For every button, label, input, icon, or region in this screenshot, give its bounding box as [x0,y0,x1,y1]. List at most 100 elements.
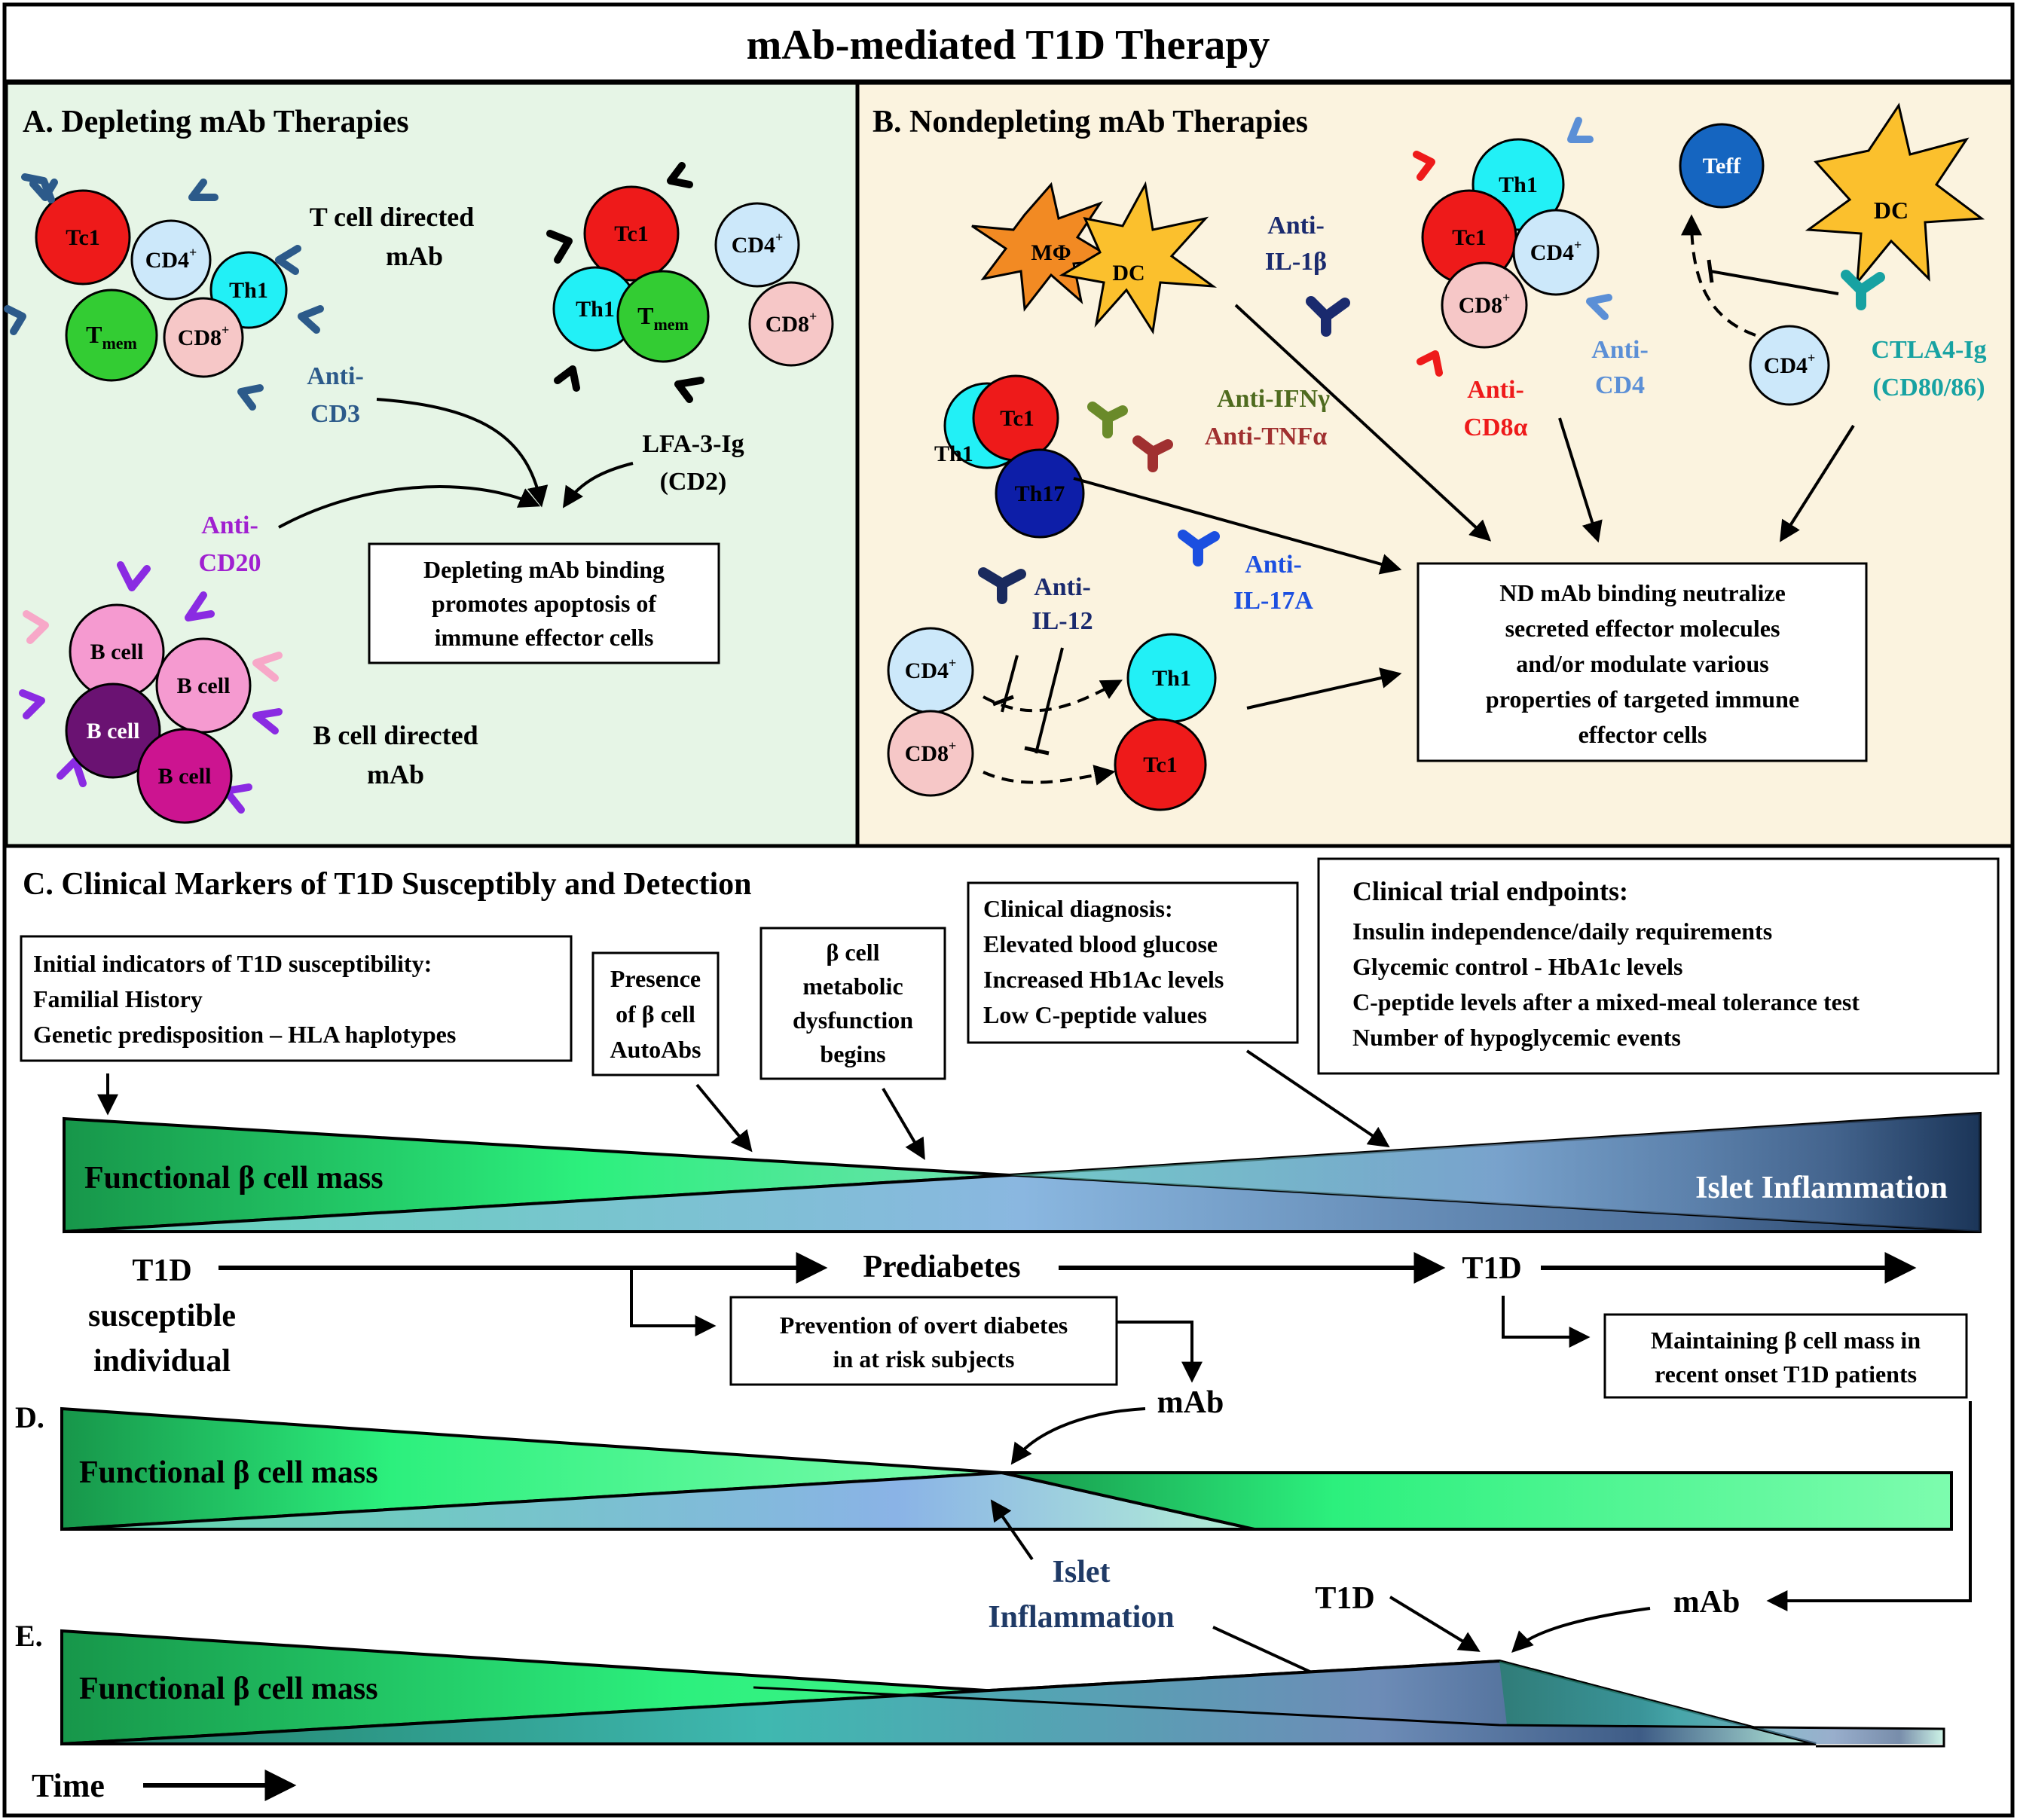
svg-text:metabolic: metabolic [802,973,903,1000]
panel-a: A. Depleting mAb Therapies Tc1 CD4+ Th1 … [4,81,860,848]
svg-text:AutoAbs: AutoAbs [610,1036,701,1063]
svg-text:Tc1: Tc1 [614,221,649,246]
svg-text:promotes apoptosis of: promotes apoptosis of [432,590,656,617]
svg-text:Tc1: Tc1 [1452,225,1487,250]
anti-il12-label: Anti- [1034,573,1091,601]
beta-mass-label-d: Functional β cell mass [79,1455,378,1490]
svg-text:IL-17A: IL-17A [1233,587,1313,615]
svg-text:Genetic predisposition – HLA h: Genetic predisposition – HLA haplotypes [33,1021,456,1048]
svg-text:CD8+: CD8+ [1459,290,1511,318]
teff-cell [1679,123,1765,209]
panel-c: C. Clinical Markers of T1D Susceptibly a… [20,857,2000,1399]
svg-text:Depleting mAb binding: Depleting mAb binding [423,556,665,583]
nd-box [1416,562,1868,762]
svg-text:CD4+: CD4+ [1764,350,1816,378]
svg-text:CD8+: CD8+ [766,309,817,337]
anti-ifng-label: Anti-IFNγ [1217,385,1330,413]
svg-text:Insulin independence/daily req: Insulin independence/daily requirements [1352,918,1772,945]
svg-text:IL-12: IL-12 [1031,607,1093,635]
svg-text:CD20: CD20 [198,549,261,577]
t-cell-cluster-right: Tc1 Th1 Tmem CD4+ CD8+ [546,162,834,403]
svg-text:B cell: B cell [177,673,231,698]
maintaining-box [1603,1313,1968,1399]
b-directed-label: B cell directed [313,720,478,750]
svg-text:CD8+: CD8+ [178,322,230,350]
svg-text:in at risk subjects: in at risk subjects [833,1345,1015,1373]
svg-text:B cell: B cell [90,640,144,664]
panel-b-heading: B. Nondepleting mAb Therapies [873,105,1308,139]
svg-text:Presence: Presence [610,965,701,992]
diagnosis-box [967,881,1299,1044]
endpoints-box [1317,857,2000,1075]
svg-text:of β cell: of β cell [616,1000,695,1028]
svg-text:Inflammation: Inflammation [988,1600,1174,1635]
prevention-box [729,1296,1118,1386]
ctla4-label: CTLA4-Ig [1871,336,1986,364]
svg-text:Prevention of overt diabetes: Prevention of overt diabetes [780,1312,1068,1339]
t-cell-cluster-left: Tc1 CD4+ Th1 Tmem CD8+ [4,173,324,411]
anti-cd20-label: Anti- [201,511,258,539]
antibody-il1b [1306,296,1350,337]
t1d-label-e: T1D [1315,1581,1374,1616]
cd8-cell-b [887,710,974,797]
arrow-lfa [562,462,634,508]
svg-text:β cell: β cell [826,939,879,966]
svg-text:C-peptide levels after a mixe: C-peptide levels after a mixed-meal tole… [1352,988,1860,1015]
svg-text:CD4+: CD4+ [145,245,197,273]
ctla4-antibody [1841,270,1885,310]
prediabetes-label: Prediabetes [863,1250,1020,1284]
dashed-arrow-teff [1681,214,1756,337]
metabolic-box [759,927,946,1080]
arrow-cd3 [376,398,549,508]
svg-text:CD8+: CD8+ [905,738,957,766]
panel-e: E. T1D mAb Functional β cell mass Time [15,1401,1972,1804]
svg-text:Th1: Th1 [229,278,268,303]
svg-text:IL-1β: IL-1β [1265,248,1327,276]
b-cell-cluster: B cell B cell B cell B cell [19,561,283,824]
svg-text:Clinical diagnosis:: Clinical diagnosis: [983,895,1173,922]
svg-text:Glycemic control - HbA1c level: Glycemic control - HbA1c levels [1352,953,1682,980]
svg-text:Th1: Th1 [1152,666,1191,691]
svg-text:individual: individual [93,1344,231,1379]
beta-mass-label-e: Functional β cell mass [79,1672,378,1706]
initial-indicators-box [20,935,573,1062]
figure-title: mAb-mediated T1D Therapy [747,22,1270,69]
svg-text:Tc1: Tc1 [66,225,100,250]
anti-il17-label: Anti- [1245,551,1302,579]
svg-text:Tmem: Tmem [637,302,689,334]
svg-text:immune effector cells: immune effector cells [435,624,654,651]
svg-text:CD4+: CD4+ [732,230,784,258]
svg-text:Initial indicators of T1D susc: Initial indicators of T1D susceptibility… [33,950,432,977]
tc1-cell-b [1114,718,1207,811]
svg-text:Th1: Th1 [1499,173,1538,197]
macrophage-dc-cluster: MΦ DC [971,181,1218,335]
anti-tnfa-label: Anti-TNFα [1205,423,1328,450]
svg-text:B cell: B cell [158,764,212,789]
svg-text:properties of targeted immune: properties of targeted immune [1486,686,1799,713]
th17-cluster: Th1 Tc1 Th17 [934,374,1085,539]
svg-text:mAb: mAb [386,241,443,271]
svg-text:CD4: CD4 [1595,371,1645,399]
mab-label-d: mAb [1157,1385,1224,1420]
svg-text:susceptible: susceptible [88,1299,236,1333]
svg-text:T1D: T1D [132,1254,191,1288]
svg-text:Teff: Teff [1703,154,1742,179]
beta-cell-mass-wedge-c [63,1111,1982,1234]
svg-text:begins: begins [820,1040,885,1067]
svg-text:Tmem: Tmem [86,321,137,353]
antibody-tnfa [1132,435,1173,472]
antibody-il12 [978,567,1026,604]
panel-d: D. mAb Functional β cell mass Islet Infl… [15,1385,1953,1635]
svg-text:DC: DC [1112,261,1144,286]
svg-text:(CD2): (CD2) [660,468,727,496]
arrow-cd20 [278,485,541,529]
t1d-label-c: T1D [1462,1251,1521,1286]
anti-cd8a-label: Anti- [1467,376,1524,404]
autoabs-box [591,951,720,1076]
panel-c-heading: C. Clinical Markers of T1D Susceptibly a… [23,867,752,902]
svg-text:Maintaining β cell mass in: Maintaining β cell mass in [1651,1327,1921,1354]
svg-text:effector cells: effector cells [1578,721,1707,748]
svg-text:Clinical trial endpoints:: Clinical trial endpoints: [1352,876,1628,906]
svg-text:Tc1: Tc1 [1000,406,1034,431]
